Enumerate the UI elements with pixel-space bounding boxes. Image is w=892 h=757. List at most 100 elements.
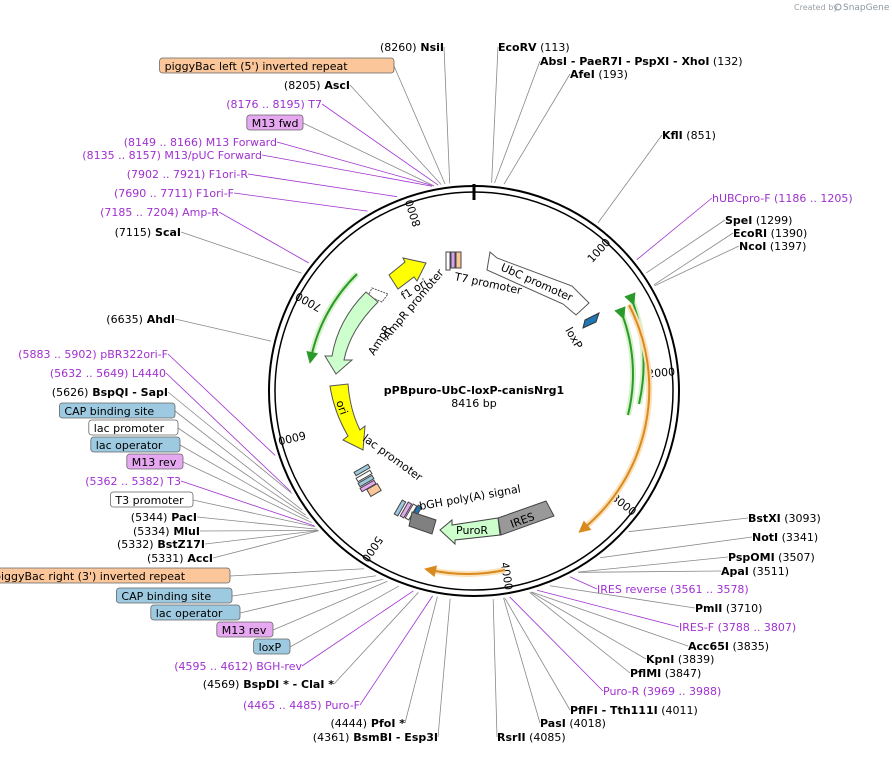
leader-line (180, 231, 302, 274)
plasmid-name: pPBpuro-UbC-loxP-canisNrg1 (384, 384, 564, 397)
label-text: (5332) BstZ17I (117, 538, 205, 551)
feature-f1-ori (388, 257, 427, 290)
primer-label: (4595 .. 4612) BGH-rev (174, 660, 302, 673)
label-text: IRES-F (3788 .. 3807) (679, 621, 796, 634)
label-name: AhdI (143, 313, 175, 326)
label-position: (3847) (661, 667, 701, 680)
label-text: (5632 .. 5649) L4440 (50, 367, 166, 380)
leader-line (646, 219, 726, 274)
label-text: (5334) MluI (133, 525, 200, 538)
leader-line (333, 592, 419, 685)
label-box (59, 402, 176, 419)
backbone (268, 184, 680, 597)
leader-line (597, 134, 663, 224)
label-position: (5344) (131, 511, 168, 524)
label-text: lac operator (96, 439, 163, 452)
label-position: (6635) (106, 313, 143, 326)
label-box (126, 453, 184, 470)
label-name: PfoI * (367, 717, 405, 730)
label-position: (193) (595, 68, 628, 81)
label-name: - ClaI * (289, 678, 334, 691)
site-label: PflFI - Tth111I (4011) (570, 704, 698, 717)
leader-lines (165, 46, 753, 738)
label-position: (7690 .. 7711) (114, 187, 193, 200)
leader-line (569, 576, 598, 590)
tick-label-5000: 5000 (359, 534, 385, 564)
label-position: (7902 .. 7921) (127, 168, 206, 181)
site-label: KflI (851) (662, 129, 716, 142)
leader-line (179, 444, 309, 520)
feature-box-label: piggyBac left (5') inverted repeat (159, 57, 395, 74)
site-label: PspOMI (3507) (728, 551, 815, 564)
label-text: NcoI (1397) (739, 240, 806, 253)
label-text: PflMI (3847) (630, 667, 701, 680)
leader-line (180, 480, 315, 527)
label-name: NcoI (739, 240, 766, 253)
label-position: (4361) (313, 731, 350, 744)
label-position: (4465 .. 4485) (243, 699, 322, 712)
leader-line (231, 575, 377, 597)
leader-line (182, 461, 312, 523)
leader-line (359, 595, 433, 706)
label-name: hUBCpro-F (712, 192, 771, 205)
primer-label: (7902 .. 7921) F1ori-R (127, 168, 249, 181)
label-position: (5883 .. 5902) (18, 348, 97, 361)
site-label: (7115) ScaI (115, 226, 181, 239)
label-name: PmlI (695, 602, 722, 615)
label-position: (5632 .. 5649) (50, 367, 129, 380)
label-text: (4444) PfoI * (331, 717, 406, 730)
label-text: CAP binding site (121, 590, 211, 603)
feature-box-label: M13 fwd (246, 114, 304, 131)
label-name: IRES-F (679, 621, 714, 634)
label-name: MluI (170, 525, 200, 538)
leader-line (503, 73, 571, 185)
feature-box-label: lac promoter (88, 419, 179, 436)
primer-label: Puro-R (3969 .. 3988) (603, 685, 721, 698)
label-text: piggyBac right (3') inverted repeat (0, 570, 186, 583)
label-name: - PspXI (622, 55, 669, 68)
leader-line (196, 516, 318, 530)
created-by-label: Created by (794, 3, 838, 12)
label-name: SpeI (725, 214, 752, 227)
primer-label: (5632 .. 5649) L4440 (50, 367, 166, 380)
label-name: - Tth111I (598, 704, 658, 717)
label-text: (5883 .. 5902) pBR322ori-F (18, 348, 168, 361)
label-name: PspOMI (728, 551, 775, 564)
leader-line (302, 122, 435, 187)
leader-line (509, 596, 604, 692)
label-position: (4444) (331, 717, 368, 730)
label-name: PasI (540, 717, 566, 730)
feature-box-label: M13 rev (126, 453, 184, 470)
label-name: ApaI (721, 565, 749, 578)
label-text: ApaI (3511) (721, 565, 789, 578)
label-text: AbsI - PaeR7I - PspXI - XhoI (132) (540, 55, 742, 68)
label-box (88, 419, 179, 436)
site-label: NcoI (1397) (739, 240, 806, 253)
leader-line (272, 580, 388, 631)
feature-ubc-promoter (486, 251, 590, 316)
leader-line (167, 391, 293, 494)
tick-label-7000: 7000 (293, 289, 324, 314)
label-text: (7690 .. 7711) F1ori-F (114, 187, 234, 200)
label-name: pBR322ori-F (97, 348, 168, 361)
feature-box-label: piggyBac right (3') inverted repeat (0, 567, 231, 584)
label-box (90, 436, 181, 453)
leader-line (204, 530, 319, 545)
label-text: IRES reverse (3561 .. 3578) (597, 583, 749, 596)
feature-label-puror: PuroR (456, 524, 488, 537)
leader-line (174, 410, 303, 511)
label-position: (5626) (52, 386, 89, 399)
leader-line (247, 173, 398, 198)
leader-line (301, 590, 414, 667)
label-position: (851) (683, 129, 716, 142)
leader-line (393, 65, 446, 185)
label-text: loxP (259, 641, 282, 654)
label-position: (3341) (778, 531, 818, 544)
feature-label-loxp: loxP (562, 325, 585, 351)
label-text: lac operator (156, 607, 223, 620)
feature-loxp (582, 312, 600, 329)
site-label: PflMI (3847) (630, 667, 701, 680)
orf-arcs (306, 271, 653, 578)
tick-label-4000: 4000 (498, 561, 515, 591)
